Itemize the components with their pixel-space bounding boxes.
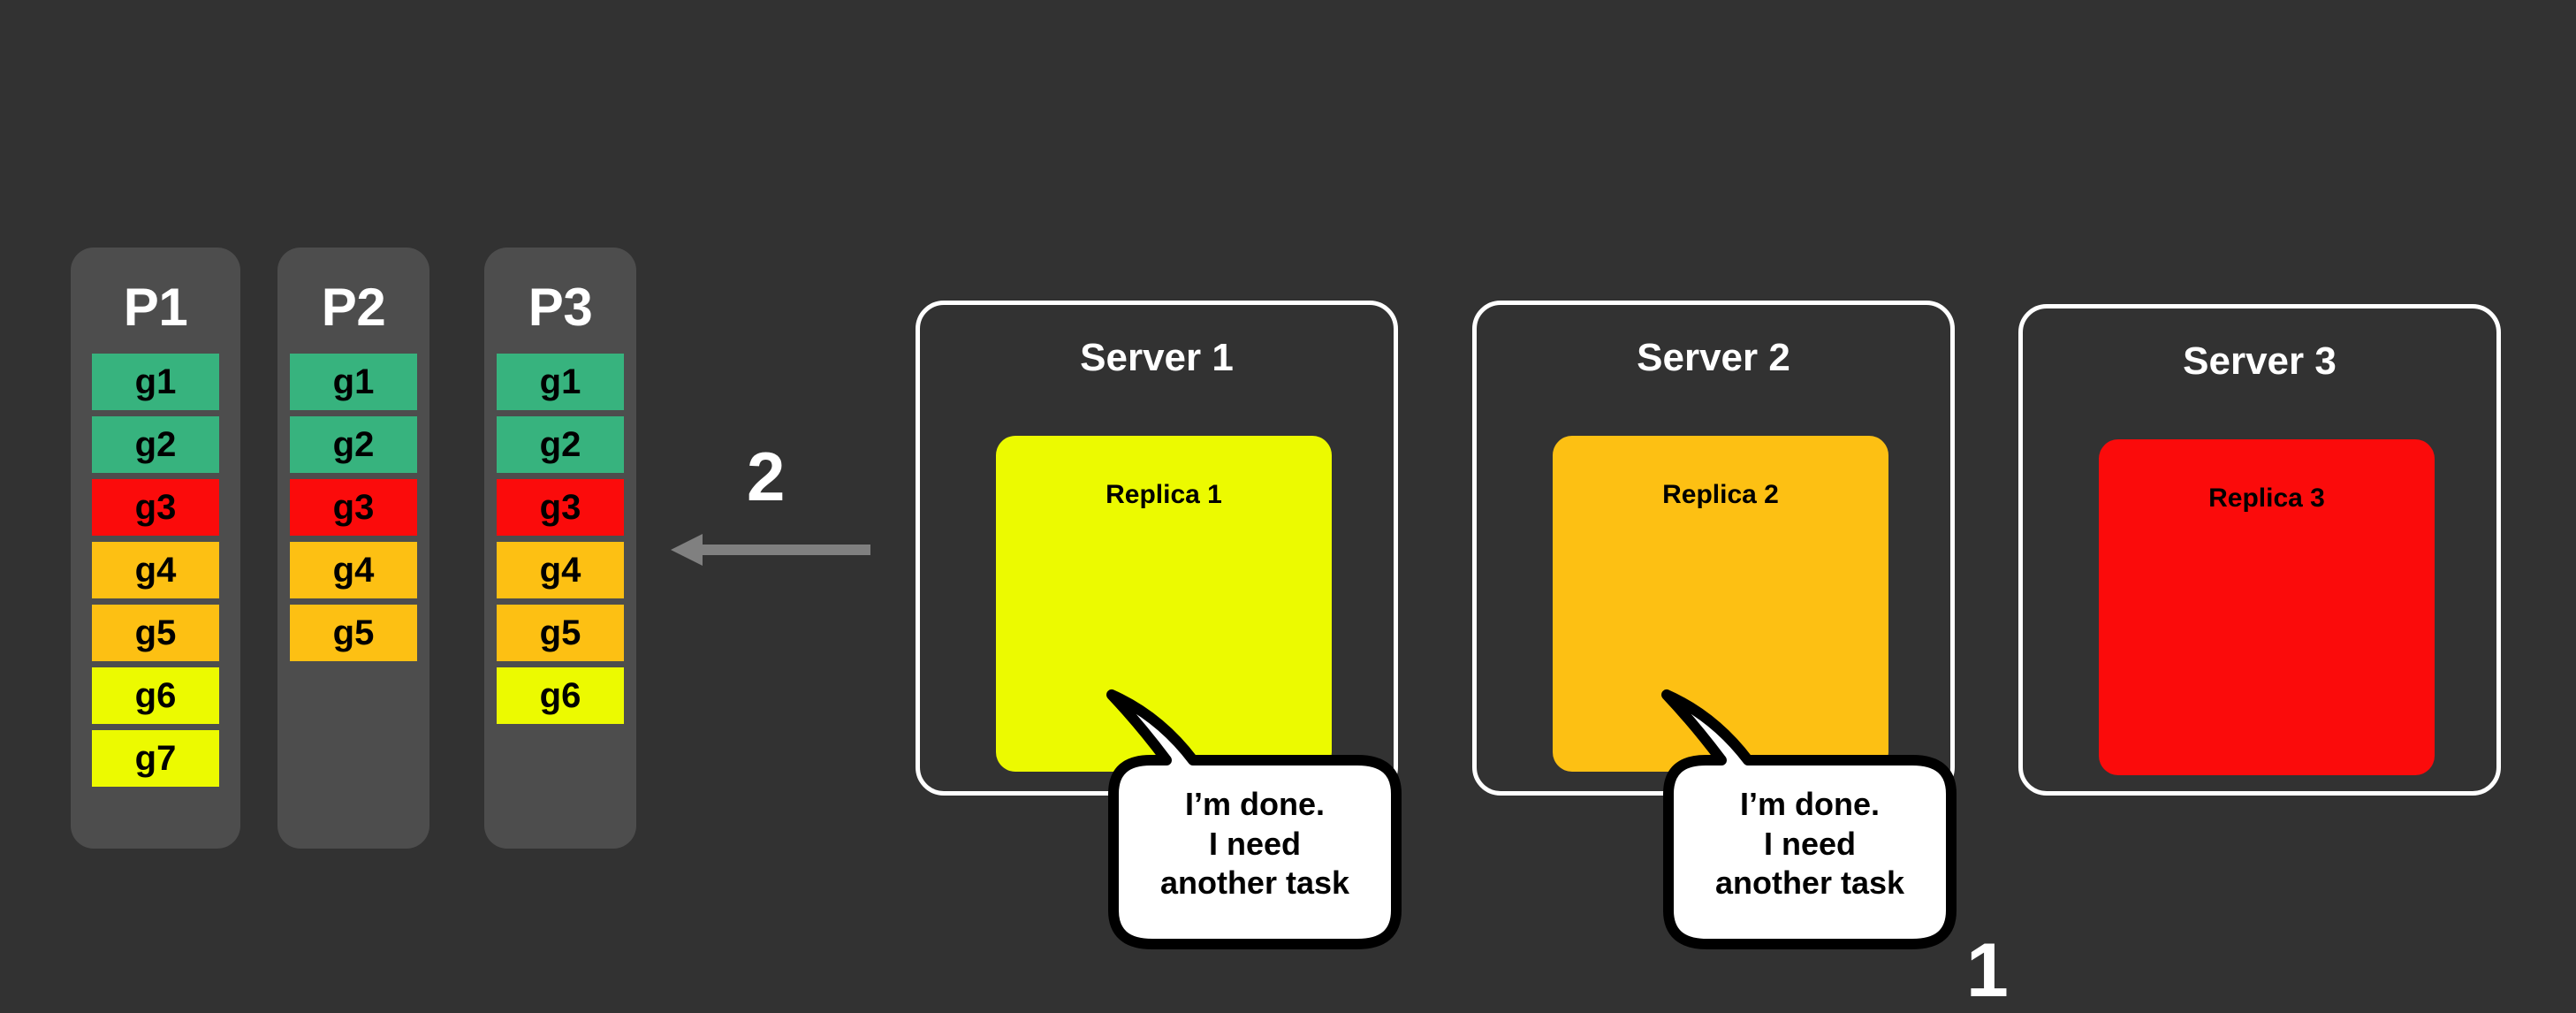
- speech-bubble-shape-1: [1106, 689, 1402, 949]
- group-block-g6[interactable]: g6: [497, 667, 624, 724]
- group-block-g6[interactable]: g6: [92, 667, 219, 724]
- partition-blocks-p2: g1 g2 g3 g4 g5: [277, 354, 429, 661]
- group-block-g1[interactable]: g1: [497, 354, 624, 410]
- group-block-g4[interactable]: g4: [92, 542, 219, 598]
- server-box-2[interactable]: Server 2 Replica 2: [1472, 301, 1955, 796]
- partition-title-p1: P1: [123, 278, 188, 337]
- replica-label-3: Replica 3: [2208, 484, 2325, 513]
- speech-bubble-text-1: I’m done. I need another task: [1159, 786, 1350, 902]
- server-box-1[interactable]: Server 1 Replica 1: [916, 301, 1398, 796]
- replica-box-3[interactable]: Replica 3: [2099, 439, 2435, 775]
- group-block-g4[interactable]: g4: [497, 542, 624, 598]
- group-block-g5[interactable]: g5: [92, 605, 219, 661]
- group-block-g3[interactable]: g3: [497, 479, 624, 536]
- flow-arrow-left-icon: [671, 534, 870, 566]
- server-title-1: Server 1: [1080, 336, 1234, 379]
- partition-title-p3: P3: [528, 278, 593, 337]
- server-title-3: Server 3: [2183, 339, 2337, 383]
- group-block-g5[interactable]: g5: [497, 605, 624, 661]
- partition-blocks-p3: g1 g2 g3 g4 g5 g6: [484, 354, 636, 724]
- server-title-2: Server 2: [1637, 336, 1790, 379]
- replica-box-2[interactable]: Replica 2: [1553, 436, 1888, 772]
- group-block-g1[interactable]: g1: [290, 354, 417, 410]
- group-block-g3[interactable]: g3: [92, 479, 219, 536]
- group-block-g1[interactable]: g1: [92, 354, 219, 410]
- group-block-g3[interactable]: g3: [290, 479, 417, 536]
- group-block-g4[interactable]: g4: [290, 542, 417, 598]
- group-block-g2[interactable]: g2: [92, 416, 219, 473]
- partition-column-p2[interactable]: P2 g1 g2 g3 g4 g5: [277, 248, 429, 849]
- group-block-g5[interactable]: g5: [290, 605, 417, 661]
- group-block-g2[interactable]: g2: [290, 416, 417, 473]
- speech-bubble-shape-2: [1661, 689, 1957, 949]
- replica-label-1: Replica 1: [1106, 480, 1222, 509]
- partition-column-p3[interactable]: P3 g1 g2 g3 g4 g5 g6: [484, 248, 636, 849]
- partition-column-p1[interactable]: P1 g1 g2 g3 g4 g5 g6 g7: [71, 248, 240, 849]
- partition-blocks-p1: g1 g2 g3 g4 g5 g6 g7: [71, 354, 240, 787]
- group-block-g2[interactable]: g2: [497, 416, 624, 473]
- group-block-g7[interactable]: g7: [92, 730, 219, 787]
- speech-bubble-server-1[interactable]: I’m done. I need another task: [1105, 689, 1405, 955]
- step-number-1: 1: [1966, 928, 2009, 1013]
- server-box-3[interactable]: Server 3 Replica 3: [2018, 304, 2501, 796]
- speech-bubble-server-2[interactable]: I’m done. I need another task: [1660, 689, 1960, 955]
- replica-label-2: Replica 2: [1662, 480, 1779, 509]
- partition-title-p2: P2: [321, 278, 386, 337]
- step-number-2: 2: [747, 438, 786, 515]
- replica-box-1[interactable]: Replica 1: [996, 436, 1332, 772]
- speech-bubble-text-2: I’m done. I need another task: [1714, 786, 1905, 902]
